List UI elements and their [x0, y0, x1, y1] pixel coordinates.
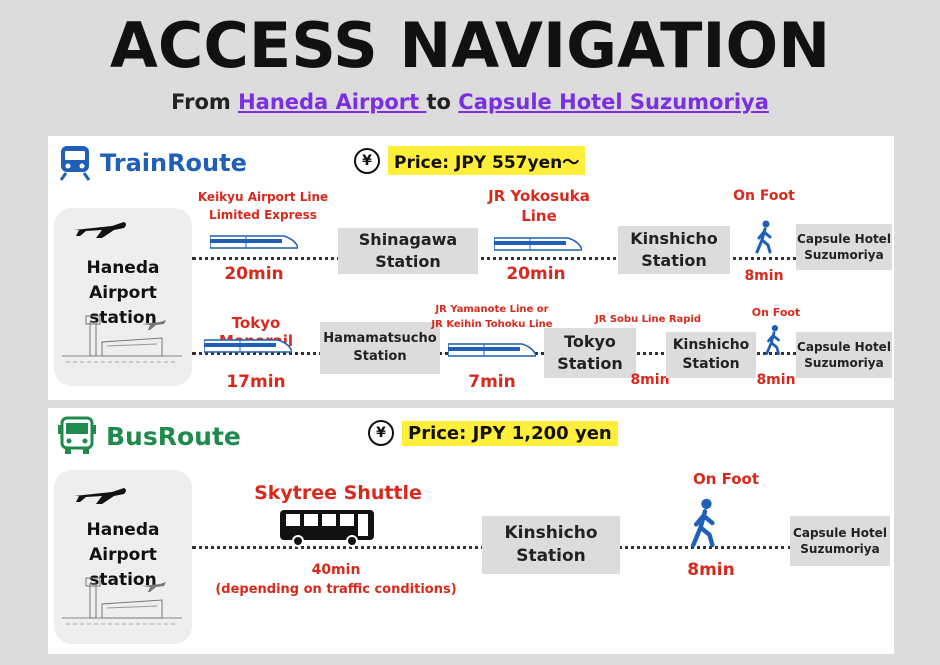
route2-station3: Kinshicho Station — [666, 332, 756, 378]
route1-leg3-line: On Foot — [733, 188, 795, 204]
airplane-icon — [74, 488, 126, 504]
route2-station1: Hamamatsucho Station — [320, 322, 440, 374]
walking-person-icon — [755, 220, 772, 254]
route1-leg1-time: 20min — [224, 264, 284, 284]
route1-station2: Kinshicho Station — [618, 226, 730, 274]
route2-leg1-time: 17min — [226, 372, 286, 392]
yen-icon: ¥ — [354, 147, 380, 174]
subtitle: From Haneda Airport to Capsule Hotel Suz… — [0, 90, 940, 114]
train-icon — [448, 343, 536, 357]
route2-leg2-line: JR Yamanote Line or JR Keihin Tohoku Lin… — [431, 304, 553, 330]
train-icon — [494, 237, 582, 251]
to-text: to — [426, 90, 451, 114]
train-route-panel: TrainRoute ¥ Price: JPY 557yen～ Haneda A… — [48, 136, 894, 400]
route1-leg2-time: 20min — [506, 264, 566, 284]
route2-leg4-line: On Foot — [751, 306, 801, 319]
walking-person-icon — [691, 498, 715, 548]
bus-price-row: ¥ Price: JPY 1,200 yen — [368, 420, 618, 446]
train-price: Price: JPY 557yen～ — [388, 146, 586, 175]
yen-icon: ¥ — [368, 420, 394, 446]
bus-leg1-line: Skytree Shuttle — [254, 482, 422, 504]
bus-leg1-note: (depending on traffic conditions) — [215, 582, 457, 597]
airport-illustration-icon — [62, 315, 182, 363]
bus-leg2-time: 8min — [687, 560, 735, 580]
train-icon — [59, 146, 91, 181]
bus-leg1-time: 40min — [311, 562, 361, 578]
route2-leg3-time: 8min — [630, 372, 670, 388]
bus-icon — [280, 510, 374, 547]
bus-destination: Capsule Hotel Suzumoriya — [790, 516, 890, 566]
route2-leg2-time: 7min — [468, 372, 516, 392]
bus-route-panel: BusRoute ¥ Price: JPY 1,200 yen Haneda A… — [48, 408, 894, 654]
route1-station1: Shinagawa Station — [338, 228, 478, 274]
train-route-header: TrainRoute — [58, 144, 247, 182]
airplane-icon — [74, 222, 126, 238]
walking-person-icon — [765, 325, 780, 355]
origin-link[interactable]: Haneda Airport — [238, 90, 427, 114]
route2-station2: Tokyo Station — [544, 328, 636, 378]
route2-leg3-line: JR Sobu Line Rapid — [594, 314, 702, 325]
route1-leg1-line: Keikyu Airport Line Limited Express — [197, 190, 329, 222]
bus-route-title: BusRoute — [106, 421, 241, 451]
bus-icon — [58, 416, 96, 454]
train-icon — [204, 339, 292, 353]
route2-leg4-time: 8min — [756, 372, 796, 388]
train-origin-card: Haneda Airport station — [54, 208, 192, 386]
train-route-title: TrainRoute — [100, 149, 247, 177]
train-origin-label: Haneda Airport station — [86, 258, 160, 328]
airport-illustration-icon — [62, 577, 182, 625]
route1-path-line — [192, 257, 840, 260]
route1-leg3-time: 8min — [744, 268, 784, 284]
route1-destination: Capsule Hotel Suzumoriya — [796, 224, 892, 270]
page-title: ACCESS NAVIGATION — [109, 9, 831, 82]
bus-route-header: BusRoute — [58, 416, 241, 456]
train-icon — [210, 235, 298, 249]
bus-origin-card: Haneda Airport station — [54, 470, 192, 644]
destination-link[interactable]: Capsule Hotel Suzumoriya — [458, 90, 769, 114]
train-price-row: ¥ Price: JPY 557yen～ — [354, 146, 586, 175]
bus-station1: Kinshicho Station — [482, 516, 620, 574]
bus-origin-label: Haneda Airport station — [86, 520, 160, 590]
from-text: From — [171, 90, 231, 114]
route1-leg2-line: JR Yokosuka Line — [488, 187, 590, 225]
bus-price: Price: JPY 1,200 yen — [402, 420, 618, 446]
bus-leg2-line: On Foot — [692, 470, 760, 488]
route2-destination: Capsule Hotel Suzumoriya — [796, 332, 892, 378]
